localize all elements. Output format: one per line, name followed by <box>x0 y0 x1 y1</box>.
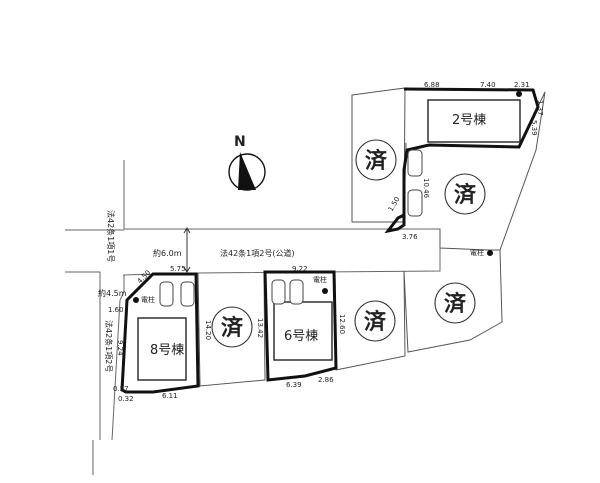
svg-text:13.42: 13.42 <box>256 318 264 338</box>
svg-text:1.50: 1.50 <box>387 195 402 213</box>
lot-6 <box>263 270 338 382</box>
svg-text:0.32: 0.32 <box>118 395 134 403</box>
svg-text:7.40: 7.40 <box>480 81 496 89</box>
pole-icon <box>516 91 522 97</box>
pole-label: 電柱 <box>141 295 155 304</box>
svg-text:12.60: 12.60 <box>338 314 346 334</box>
house-6-footprint <box>273 301 333 361</box>
svg-text:法42条1項2号: 法42条1項2号 <box>104 320 114 372</box>
svg-text:法42条1項1号: 法42条1項1号 <box>106 210 116 262</box>
left-road-width: 約4.5m <box>98 288 127 298</box>
parking-lot-8 <box>159 281 195 307</box>
pole-label: 電柱 <box>313 275 327 284</box>
house-8-footprint <box>137 317 187 381</box>
sold-marks: 済 済 済 済 済 <box>211 139 486 348</box>
sold-mark: 済 <box>365 148 388 174</box>
left-road-label-lower: 法42条1項2号 <box>104 320 114 372</box>
svg-text:5.39: 5.39 <box>530 120 538 136</box>
sold-circle <box>354 300 396 342</box>
utility-poles: 電柱 電柱 電柱 <box>133 91 522 304</box>
svg-text:9.22: 9.22 <box>292 265 308 273</box>
svg-text:1.37: 1.37 <box>536 100 544 116</box>
svg-text:0.57: 0.57 <box>113 385 129 393</box>
svg-text:6.39: 6.39 <box>286 381 302 389</box>
svg-text:2.31: 2.31 <box>514 81 530 89</box>
sold-mark: 済 <box>444 291 467 317</box>
sold-circle <box>211 306 253 348</box>
main-road-width: 約6.0m <box>153 248 182 258</box>
north-compass: N <box>228 134 266 191</box>
svg-text:6.88: 6.88 <box>424 81 440 89</box>
svg-text:2.86: 2.86 <box>318 376 334 384</box>
sold-mark: 済 <box>454 182 477 208</box>
house-8-label: 8号棟 <box>150 343 184 358</box>
sold-mark: 済 <box>364 309 387 335</box>
pole-icon <box>487 250 493 256</box>
main-road-label: 法42条1項2号(公道) <box>220 248 295 258</box>
parking-lot-2 <box>407 149 423 217</box>
pole-label: 電柱 <box>470 248 484 257</box>
width-arrow-heads <box>183 227 191 273</box>
sold-circle <box>355 139 397 181</box>
sold-mark: 済 <box>221 315 244 341</box>
lot-8 <box>120 272 200 394</box>
pole-icon <box>133 297 139 303</box>
sold-circle <box>434 282 476 324</box>
house-2-footprint <box>427 99 521 143</box>
north-label: N <box>234 134 246 150</box>
svg-text:14.20: 14.20 <box>204 320 212 340</box>
svg-text:1.60: 1.60 <box>108 306 124 314</box>
svg-text:6.11: 6.11 <box>162 392 178 400</box>
left-road-label-upper: 法42条1項1号 <box>106 210 116 262</box>
svg-text:5.75: 5.75 <box>170 265 186 273</box>
parking-lot-6 <box>271 279 304 305</box>
house-2-label: 2号棟 <box>452 113 486 128</box>
pole-icon <box>322 288 328 294</box>
north-arrow-icon <box>238 152 256 190</box>
svg-text:10.46: 10.46 <box>422 178 430 199</box>
svg-text:9.24: 9.24 <box>116 340 124 356</box>
house-6-label: 6号棟 <box>284 329 318 344</box>
lot-2 <box>384 87 540 234</box>
sold-circle <box>444 173 486 215</box>
svg-text:3.76: 3.76 <box>402 233 418 241</box>
